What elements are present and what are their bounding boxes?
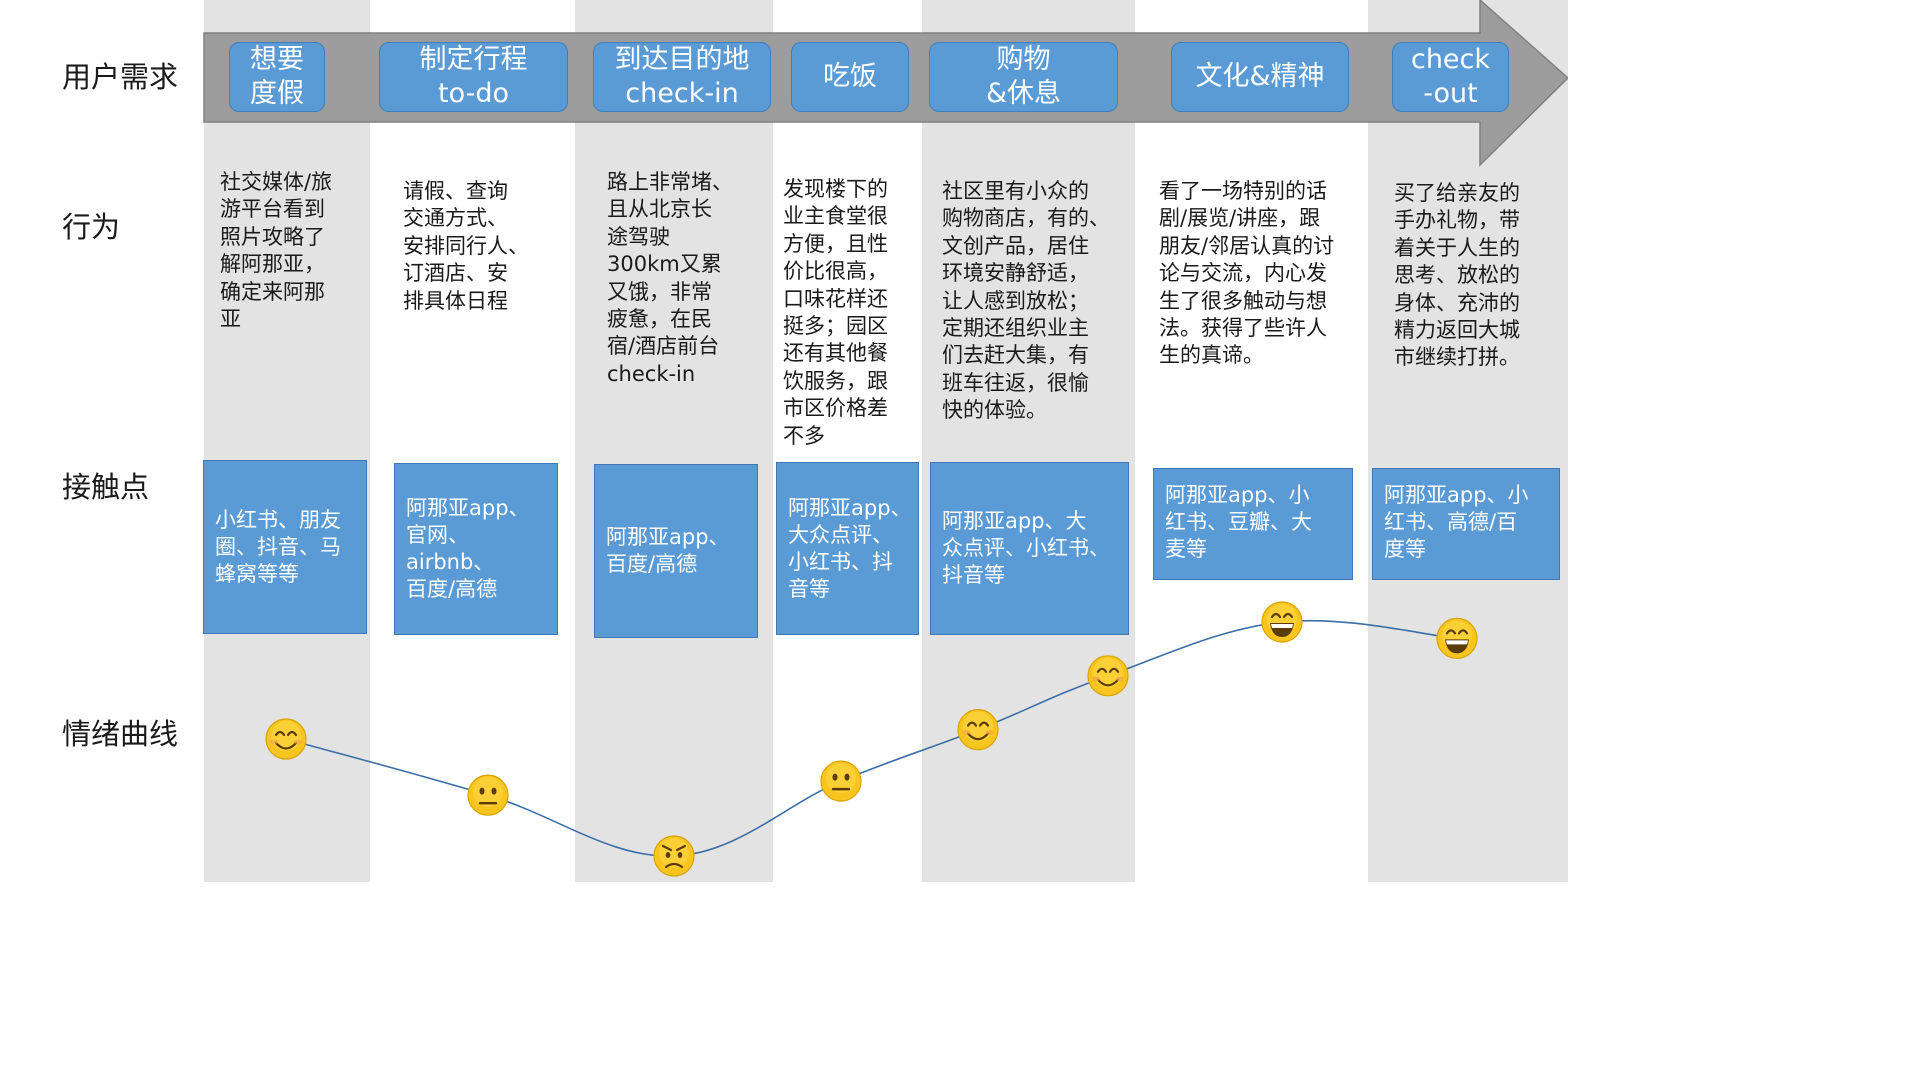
emotion-face-grinning-icon [1261,601,1303,643]
behavior-text-checkout: 买了给亲友的 手办礼物，带 着关于人生的 思考、放松的 身体、充沛的 精力返回大… [1394,181,1520,370]
emotion-curve-chart [265,601,1478,877]
stage-box-eat: 吃饭 [791,42,909,112]
emotion-face-angry-icon [653,835,695,877]
column-band-2 [575,0,773,882]
touchpoint-box-plan: 阿那亚app、 官网、airbnb、 百度/高德 [394,463,558,635]
touchpoint-box-checkin: 阿那亚app、 百度/高德 [594,464,758,638]
behavior-text-eat: 发现楼下的 业主食堂很 方便，且性 价比很高， 口味花样还 挺多；园区 还有其他… [783,177,888,448]
emotion-curve-line [285,619,1458,857]
row-label-emotion: 情绪曲线 [62,717,179,751]
behavior-text-checkin: 路上非常堵、 且从北京长 途驾驶 300km又累 又饿，非常 疲惫，在民 宿/酒… [607,170,733,386]
touchpoint-box-eat: 阿那亚app、 大众点评、 小红书、抖 音等 [776,462,919,635]
emotion-face-neutral-icon [820,760,862,802]
stage-box-shopping: 购物 &休息 [929,42,1118,112]
column-band-4 [1368,0,1568,882]
behavior-text-culture: 看了一场特别的话 剧/展览/讲座，跟 朋友/邻居认真的讨 论与交流，内心发 生了… [1159,179,1335,368]
touchpoint-box-culture: 阿那亚app、小 红书、豆瓣、大 麦等 [1153,468,1353,580]
stage-box-checkout: check -out [1392,42,1509,112]
stage-box-vacation: 想要 度假 [229,42,325,112]
behavior-text-shopping: 社区里有小众的 购物商店，有的、 文创产品，居住 环境安静舒适， 让人感到放松；… [942,179,1110,423]
row-label-needs: 用户需求 [62,60,179,94]
emotion-face-smiling-icon [265,718,307,760]
stage-box-culture: 文化&精神 [1171,42,1349,112]
behavior-text-vacation: 社交媒体/旅 游平台看到 照片攻略了 解阿那亚， 确定来阿那 亚 [220,170,333,332]
behavior-text-plan: 请假、查询 交通方式、 安排同行人、 订酒店、安 排具体日程 [403,179,529,313]
row-label-touchpoints: 接触点 [62,470,150,504]
stage-box-plan: 制定行程 to-do [379,42,568,112]
row-label-behavior: 行为 [62,210,121,244]
emotion-face-smiling-icon [1087,655,1129,697]
emotion-face-neutral-icon [467,774,509,816]
emotion-face-grinning-icon [1436,617,1478,659]
emotion-face-smiling-icon [957,709,999,751]
touchpoint-box-shopping: 阿那亚app、大 众点评、小红书、 抖音等 [930,462,1129,635]
stage-box-checkin: 到达目的地 check-in [593,42,771,112]
touchpoint-box-vacation: 小红书、朋友 圈、抖音、马 蜂窝等等 [203,460,367,634]
column-band-3 [922,0,1135,882]
touchpoint-box-checkout: 阿那亚app、小 红书、高德/百 度等 [1372,468,1560,580]
